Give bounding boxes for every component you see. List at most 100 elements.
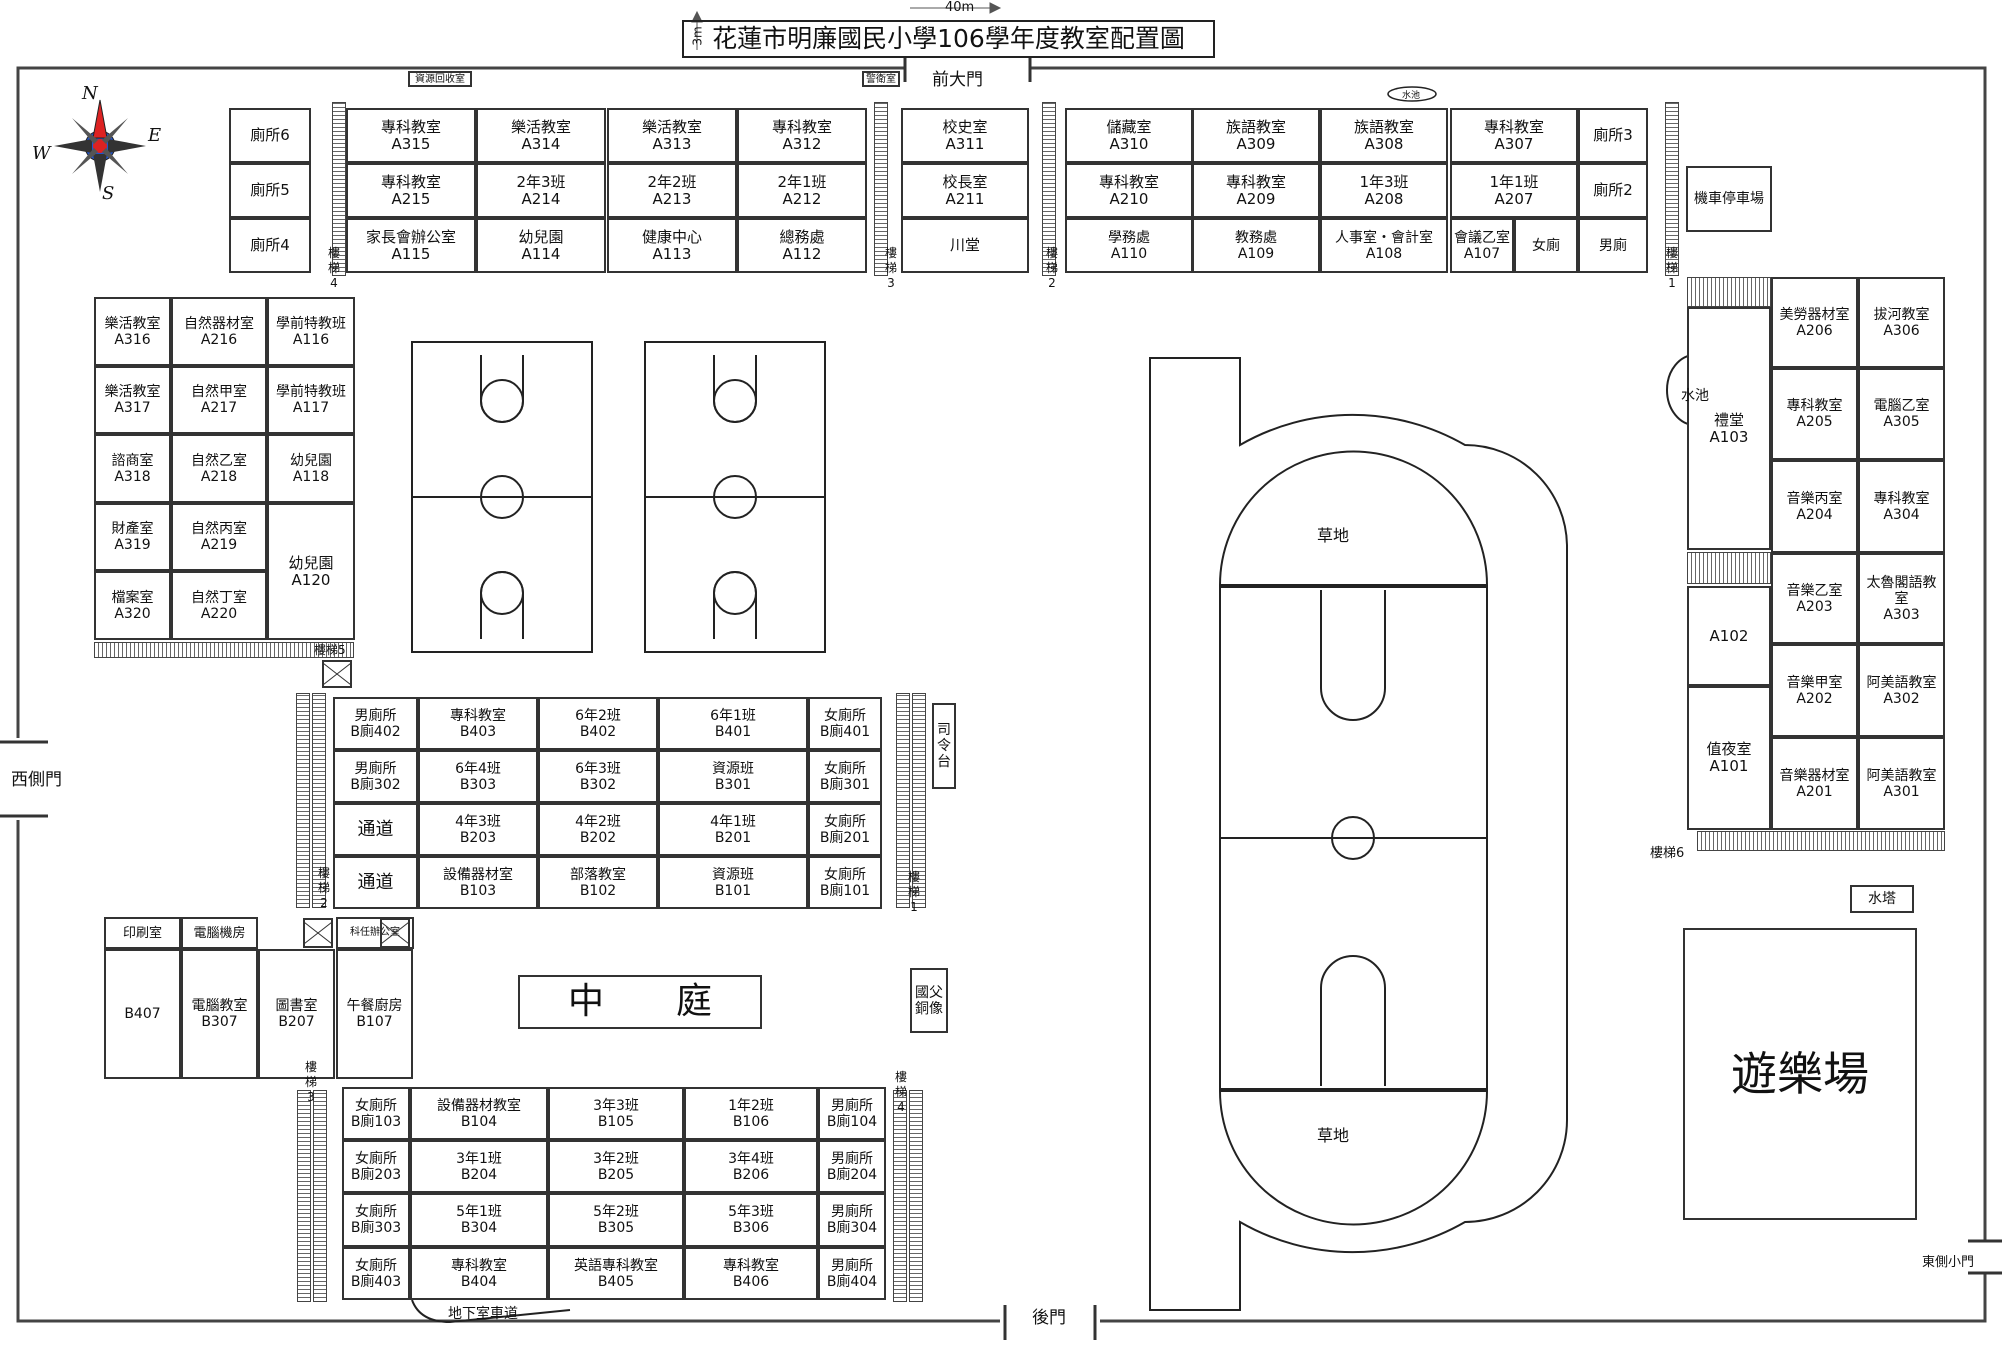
b1-block-room-3-3-text-0: 專科教室 (723, 1257, 779, 1274)
north-west_row2-room-3-text-0: 2年1班 (777, 172, 827, 191)
b1-block-room-2-0-text-0: 女廁所 (355, 1204, 397, 1220)
north-east_row3-room-0-text-1: A110 (1110, 245, 1148, 262)
toilet-west-1-text-0: 廁所5 (250, 181, 290, 199)
b1-block-room-1-1-text-0: 3年1班 (456, 1150, 502, 1167)
stair-3-label-b: 樓梯3 (304, 1060, 317, 1104)
b4-block-room-0-3-text-1: B401 (714, 723, 752, 740)
b1-block-room-2-2-text-0: 5年2班 (593, 1204, 639, 1220)
b4-block-room-0-4-text-1: B廁401 (819, 723, 871, 740)
b1-block-room-3-4-text-0: 男廁所 (831, 1257, 873, 1274)
north-east_row3-room-4-text-0: 女廁 (1532, 237, 1560, 254)
b4-block-room-0-2-text-1: B402 (579, 723, 617, 740)
north-west_row3-room-3-text-1: A112 (782, 244, 822, 263)
toilet-east-0-text-0: 廁所3 (1593, 126, 1633, 144)
running-track (1149, 354, 1724, 1311)
b4-block-room-0-2-text-0: 6年2班 (575, 707, 621, 724)
room-a102-text-0: A102 (1709, 626, 1749, 645)
pond-label-top: 水池 (1402, 91, 1421, 101)
west-block-room-0-2-text-1: A116 (292, 331, 330, 348)
west-block-room-1-0-text-0: 樂活教室 (104, 384, 161, 400)
stair-1-east-b (912, 693, 926, 908)
b4-block-room-0-1-text-1: B403 (459, 723, 497, 740)
east-col1-room-1-text-0: 專科教室 (1786, 398, 1843, 414)
compass-w: W (32, 143, 51, 164)
east-stair-top (1687, 277, 1771, 307)
east-stair-mid (1687, 552, 1771, 584)
back-gate-label: 後門 (1032, 1308, 1066, 1328)
b1-block-room-3-4-text-1: B廁404 (826, 1273, 878, 1290)
stair-3-label: 樓梯3 (884, 246, 897, 290)
auditorium-text-0: 禮堂 (1713, 410, 1744, 429)
courtyard-text-0: 中 庭 (567, 981, 712, 1022)
b4-block-room-1-0-text-1: B廁302 (350, 776, 401, 793)
mid-west-room-0: B407 (104, 949, 181, 1079)
podium-text-0: 司令台 (937, 722, 951, 770)
north-mid-room-0-text-0: 校史室 (942, 117, 988, 136)
west-block-room-1-1-text-0: 自然甲室 (191, 384, 247, 400)
b4-block-room-3-4-text-1: B廁101 (819, 882, 871, 899)
b1-block-room-3-1-text-0: 專科教室 (451, 1257, 507, 1274)
stair-3-south-b (313, 1090, 327, 1302)
north-east_row2-room-3-text-0: 1年1班 (1489, 172, 1539, 191)
north-east_row3-room-5-text-0: 男廁 (1599, 237, 1627, 254)
b1-block-room-0-3-text-0: 1年2班 (728, 1097, 774, 1114)
b1-block-room-0-0-text-0: 女廁所 (355, 1097, 397, 1114)
stair-4-label-b: 樓梯4 (894, 1070, 907, 1114)
b4-block-room-3-4-text-0: 女廁所 (824, 866, 866, 883)
b1-block-room-2-1-text-0: 5年1班 (456, 1204, 502, 1220)
b4-block-room-0-3-text-0: 6年1班 (710, 707, 756, 724)
b1-block-room-3-0-text-1: B廁403 (350, 1273, 402, 1290)
playground: 遊樂場 (1683, 928, 1917, 1220)
podium: 司令台 (932, 703, 956, 789)
north-mid-room-1-text-0: 校長室 (942, 172, 988, 191)
b1-block-room-3-1-text-1: B404 (460, 1273, 498, 1290)
north-east_row1-room-2-text-1: A308 (1364, 134, 1404, 153)
west-block-room-2-1-text-0: 自然乙室 (191, 452, 247, 469)
stair-5 (94, 642, 354, 658)
west-block-room-2-2-text-0: 幼兒園 (290, 452, 332, 469)
b4-block-room-3-3-text-1: B101 (714, 882, 752, 899)
west-block-room-tall-text-1: A120 (291, 570, 331, 589)
stair-4-south (893, 1090, 907, 1302)
b1-block-room-0-2-text-0: 3年3班 (593, 1097, 639, 1114)
north-west_row2-room-0-text-0: 專科教室 (380, 172, 441, 191)
b4-block-room-3-0: 通道 (333, 856, 418, 909)
north-west_row2-room-1-text-0: 2年3班 (516, 172, 566, 191)
north-west_row2-room-2-text-1: A213 (652, 189, 692, 208)
mid-west-room-0-text-0: B407 (124, 1006, 161, 1022)
north-east_row1-room-3-text-1: A307 (1494, 134, 1534, 153)
stair-1-east (896, 693, 910, 908)
north-east_row1-room-0-text-1: A310 (1109, 134, 1149, 153)
west-block-room-4-0-text-1: A320 (114, 605, 151, 622)
north-east_row2-room-1-text-1: A209 (1236, 189, 1276, 208)
north-west_row1-room-0-text-0: 專科教室 (380, 117, 441, 136)
b4-block-room-0-4-text-0: 女廁所 (824, 707, 866, 724)
north-east_row3-room-1-text-0: 教務處 (1235, 229, 1277, 246)
night-duty-room-text-1: A101 (1709, 757, 1749, 775)
north-mid-room-0-text-1: A311 (945, 134, 985, 153)
b1-block-room-3-2-text-1: B405 (597, 1273, 635, 1290)
